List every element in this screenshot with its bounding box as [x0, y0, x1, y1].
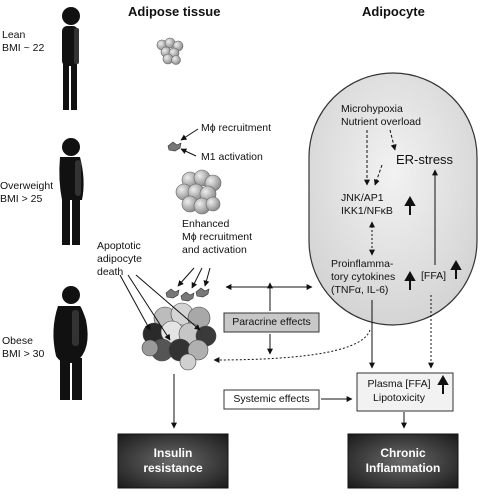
apoptotic-label: Apoptotic adipocyte death: [97, 240, 142, 279]
lipotoxicity-text: Lipotoxicity: [373, 392, 425, 404]
apoptotic-line-3: death: [97, 266, 124, 278]
nutrient-overload-text: Nutrient overload: [341, 116, 421, 128]
plasma-ffa-box: [356, 372, 454, 412]
proinflam-line-2: tory cytokines: [331, 271, 396, 283]
obese-person-icon: [53, 286, 88, 400]
paracrine-arrows: [225, 282, 353, 402]
stage-lean-label: Lean BMI ~ 22: [2, 29, 44, 55]
microhypoxia-text: Microhypoxia: [341, 103, 403, 115]
proinflammatory-label: Proinflamma- tory cytokines (TNFα, IL-6): [331, 258, 395, 297]
paracrine-effects-label: Paracrine effects: [232, 316, 311, 328]
chronic-inflammation-box: [347, 433, 459, 489]
enhanced-line-2: Mϕ recruitment: [182, 231, 253, 243]
lean-person-icon: [62, 7, 80, 110]
plasma-ffa-text: Plasma [FFA]: [367, 378, 431, 390]
stage-overweight-label: Overweight BMI > 25: [0, 180, 53, 206]
ffa-label: [FFA]: [421, 270, 447, 282]
stage-overweight-title: Overweight: [0, 180, 54, 192]
tissue-arrows: [119, 128, 211, 429]
microhypoxia-label: Microhypoxia Nutrient overload: [341, 103, 421, 129]
lean-adipose-cluster: [156, 37, 184, 65]
macrophage-cluster-icon: [165, 287, 210, 302]
insulin-line-2: resistance: [143, 461, 203, 475]
proinflam-line-1: Proinflamma-: [331, 258, 394, 270]
er-stress-label: ER-stress: [396, 152, 454, 167]
overweight-adipose-cluster: [175, 169, 222, 215]
chronic-line-1: Chronic: [380, 446, 426, 460]
systemic-box: [223, 389, 320, 410]
macrophage-small-icon: [167, 141, 182, 152]
adipocyte-header: Adipocyte: [362, 4, 425, 19]
stage-obese-bmi: BMI > 30: [2, 348, 45, 360]
mphi-recruitment-label: Mϕ recruitment: [201, 122, 272, 134]
apoptotic-line-2: adipocyte: [97, 253, 142, 265]
stage-obese-label: Obese BMI > 30: [2, 335, 44, 361]
adipose-tissue-header: Adipose tissue: [128, 4, 221, 19]
stage-lean-title: Lean: [2, 29, 26, 41]
apoptotic-line-1: Apoptotic: [97, 240, 141, 252]
insulin-line-1: Insulin: [153, 446, 193, 460]
stage-overweight-bmi: BMI > 25: [0, 193, 43, 205]
stage-obese-title: Obese: [2, 335, 33, 347]
jnk-label: JNK/AP1 IKK1/NFκB: [341, 192, 393, 218]
cell-arrows: [364, 129, 438, 429]
enhanced-line-3: and activation: [182, 244, 247, 256]
insulin-resistance-box: [117, 433, 229, 489]
overweight-person-icon: [59, 138, 84, 245]
ikk-text: IKK1/NFκB: [341, 205, 393, 217]
paracrine-box: [223, 312, 320, 333]
systemic-effects-label: Systemic effects: [233, 393, 310, 405]
insulin-resistance-label: Insulin resistance: [118, 446, 228, 476]
plasma-ffa-label: Plasma [FFA] Lipotoxicity: [357, 377, 441, 405]
increase-arrows: [404, 195, 462, 394]
m1-activation-label: M1 activation: [201, 151, 263, 163]
jnk-text: JNK/AP1: [341, 192, 384, 204]
enhanced-line-1: Enhanced: [182, 218, 230, 230]
dotted-feedback-arrow: [213, 329, 371, 363]
chronic-inflammation-label: Chronic Inflammation: [348, 446, 458, 476]
chronic-line-2: Inflammation: [365, 461, 441, 475]
proinflam-line-3: (TNFα, IL-6): [331, 284, 389, 296]
stage-lean-bmi: BMI ~ 22: [2, 42, 45, 54]
enhanced-label: Enhanced Mϕ recruitment and activation: [182, 218, 252, 257]
